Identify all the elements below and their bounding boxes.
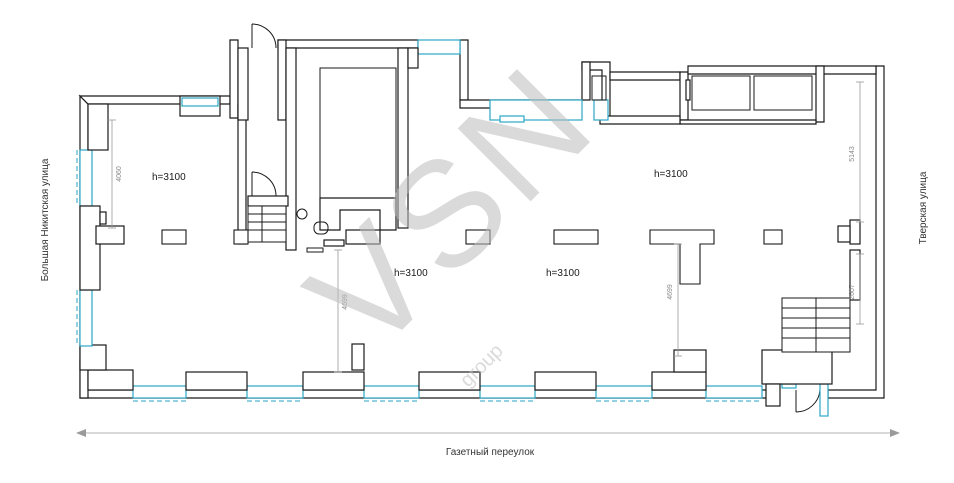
bottom-windows: [132, 385, 763, 402]
room-labels: h=3100 h=3100 h=3100 h=3100: [152, 169, 688, 279]
stairs: [247, 205, 861, 353]
street-label-left: Большая Никитская улица: [40, 158, 51, 281]
dimension-label-4699-b: 4699: [667, 284, 674, 300]
watermark: VSN group: [276, 33, 626, 392]
room-height-label-center-right: h=3100: [546, 268, 580, 279]
street-arrow: [76, 429, 900, 437]
street-label-right: Тверская улица: [918, 171, 929, 244]
dimension-label-5143: 5143: [849, 146, 856, 162]
dimension-label-4060: 4060: [116, 166, 123, 182]
bottom-piers: [79, 344, 707, 391]
dimension-labels: 4060 4699 4699 5143 2607: [116, 146, 856, 310]
doors: [247, 23, 833, 417]
top-windows: [179, 39, 609, 123]
dimension-label-2607: 2607: [849, 284, 856, 300]
columns: [161, 229, 783, 371]
watermark-sub: group: [456, 340, 508, 392]
dimension-lines: [108, 81, 864, 373]
dimension-label-4699-a: 4699: [342, 294, 349, 310]
left-windows: [76, 103, 125, 347]
room-height-label-left: h=3100: [152, 172, 186, 183]
room-height-label-center-left: h=3100: [394, 268, 428, 279]
interior-walls: [237, 39, 813, 253]
room-height-label-right: h=3100: [654, 169, 688, 180]
street-label-bottom: Газетный переулок: [446, 447, 535, 458]
